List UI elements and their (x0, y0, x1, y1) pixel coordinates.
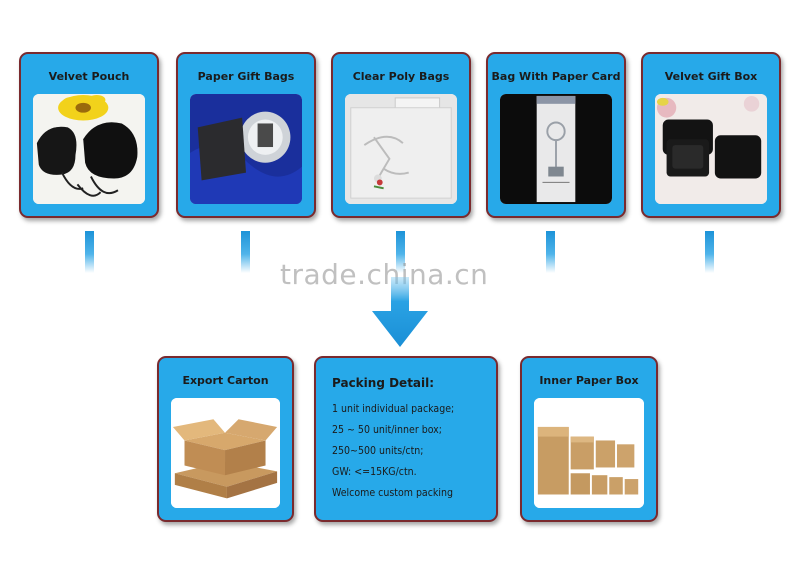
packing-detail-line: Welcome custom packing (332, 487, 454, 499)
velvet-pouch-photo (33, 94, 145, 204)
clear-poly-bag-photo (345, 94, 457, 204)
card-title: Clear Poly Bags (352, 70, 450, 83)
card-packing-detail: Packing Detail: 1 unit individual packag… (314, 356, 498, 522)
packing-detail-title: Packing Detail: (332, 376, 435, 390)
card-inner-paper-box: Inner Paper Box (520, 356, 658, 522)
card-velvet-gift-box: Velvet Gift Box (641, 52, 781, 218)
packing-detail-line: GW: <=15KG/ctn. (332, 466, 417, 478)
down-arrow-icon (372, 277, 428, 347)
connector-line (396, 231, 405, 273)
paper-gift-bag-photo (190, 94, 302, 204)
card-paper-gift-bags: Paper Gift Bags (176, 52, 316, 218)
connector-line (546, 231, 555, 273)
card-title: Velvet Pouch (48, 70, 130, 83)
card-title: Bag With Paper Card (491, 70, 621, 83)
card-export-carton: Export Carton (157, 356, 294, 522)
connector-line (85, 231, 94, 273)
velvet-gift-box-photo (655, 94, 767, 204)
card-title: Export Carton (182, 374, 269, 387)
card-velvet-pouch: Velvet Pouch (19, 52, 159, 218)
card-title: Velvet Gift Box (664, 70, 758, 83)
connector-line (241, 231, 250, 273)
packing-detail-line: 250~500 units/ctn; (332, 445, 424, 457)
export-carton-photo (171, 398, 280, 508)
inner-paper-box-photo (534, 398, 644, 508)
connector-line (705, 231, 714, 273)
packing-detail-line: 1 unit individual package; (332, 403, 455, 415)
packing-detail-line: 25 ~ 50 unit/inner box; (332, 424, 442, 436)
card-title: Inner Paper Box (539, 374, 639, 387)
watermark: trade.china.cn (280, 258, 489, 291)
card-title: Paper Gift Bags (197, 70, 295, 83)
card-clear-poly-bags: Clear Poly Bags (331, 52, 471, 218)
bag-with-paper-card-photo (500, 94, 612, 204)
card-bag-with-paper-card: Bag With Paper Card (486, 52, 626, 218)
